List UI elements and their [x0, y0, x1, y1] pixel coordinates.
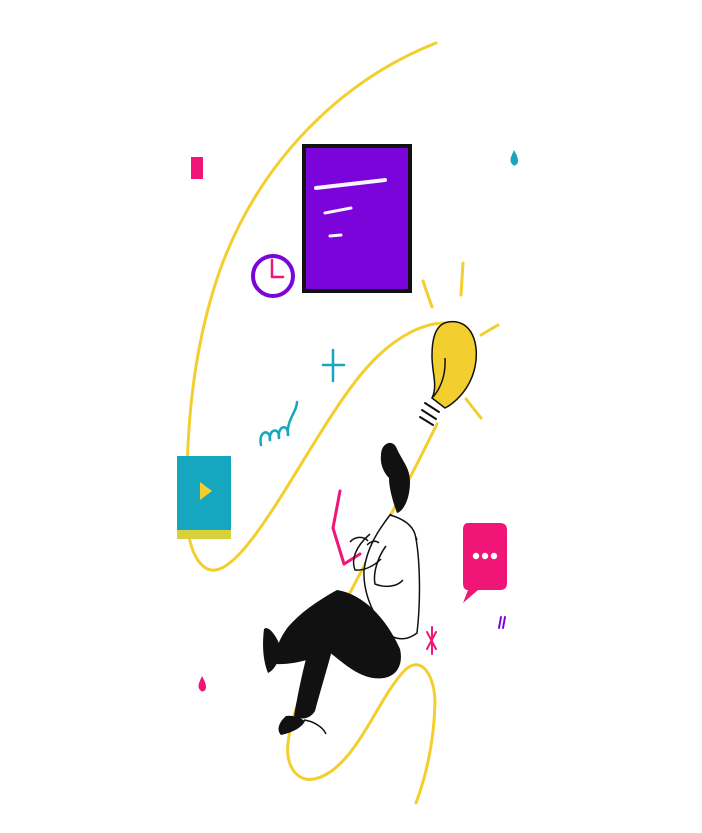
- ribbon-bottom-loop: [286, 663, 437, 805]
- ribbon-top-curve: [185, 41, 438, 477]
- pink-square-shape: [191, 157, 203, 179]
- pink-spark-icon: [426, 626, 437, 655]
- spring-squiggle-icon: [259, 400, 299, 447]
- purple-tick-marks: [498, 616, 506, 629]
- video-play-icon: [177, 456, 231, 539]
- pink-drop-shape: [198, 676, 206, 692]
- clock-icon: [251, 254, 295, 298]
- teal-drop-shape: [510, 150, 518, 166]
- laptop-icon: [331, 489, 362, 566]
- ribbon-left-swoop: [184, 321, 447, 572]
- plus-sparkle-icon: [321, 348, 346, 383]
- chat-bubble-icon: [463, 523, 507, 603]
- purple-window-icon: [302, 144, 412, 293]
- lightbulb-icon: [419, 261, 500, 426]
- person-illustration: [263, 442, 421, 735]
